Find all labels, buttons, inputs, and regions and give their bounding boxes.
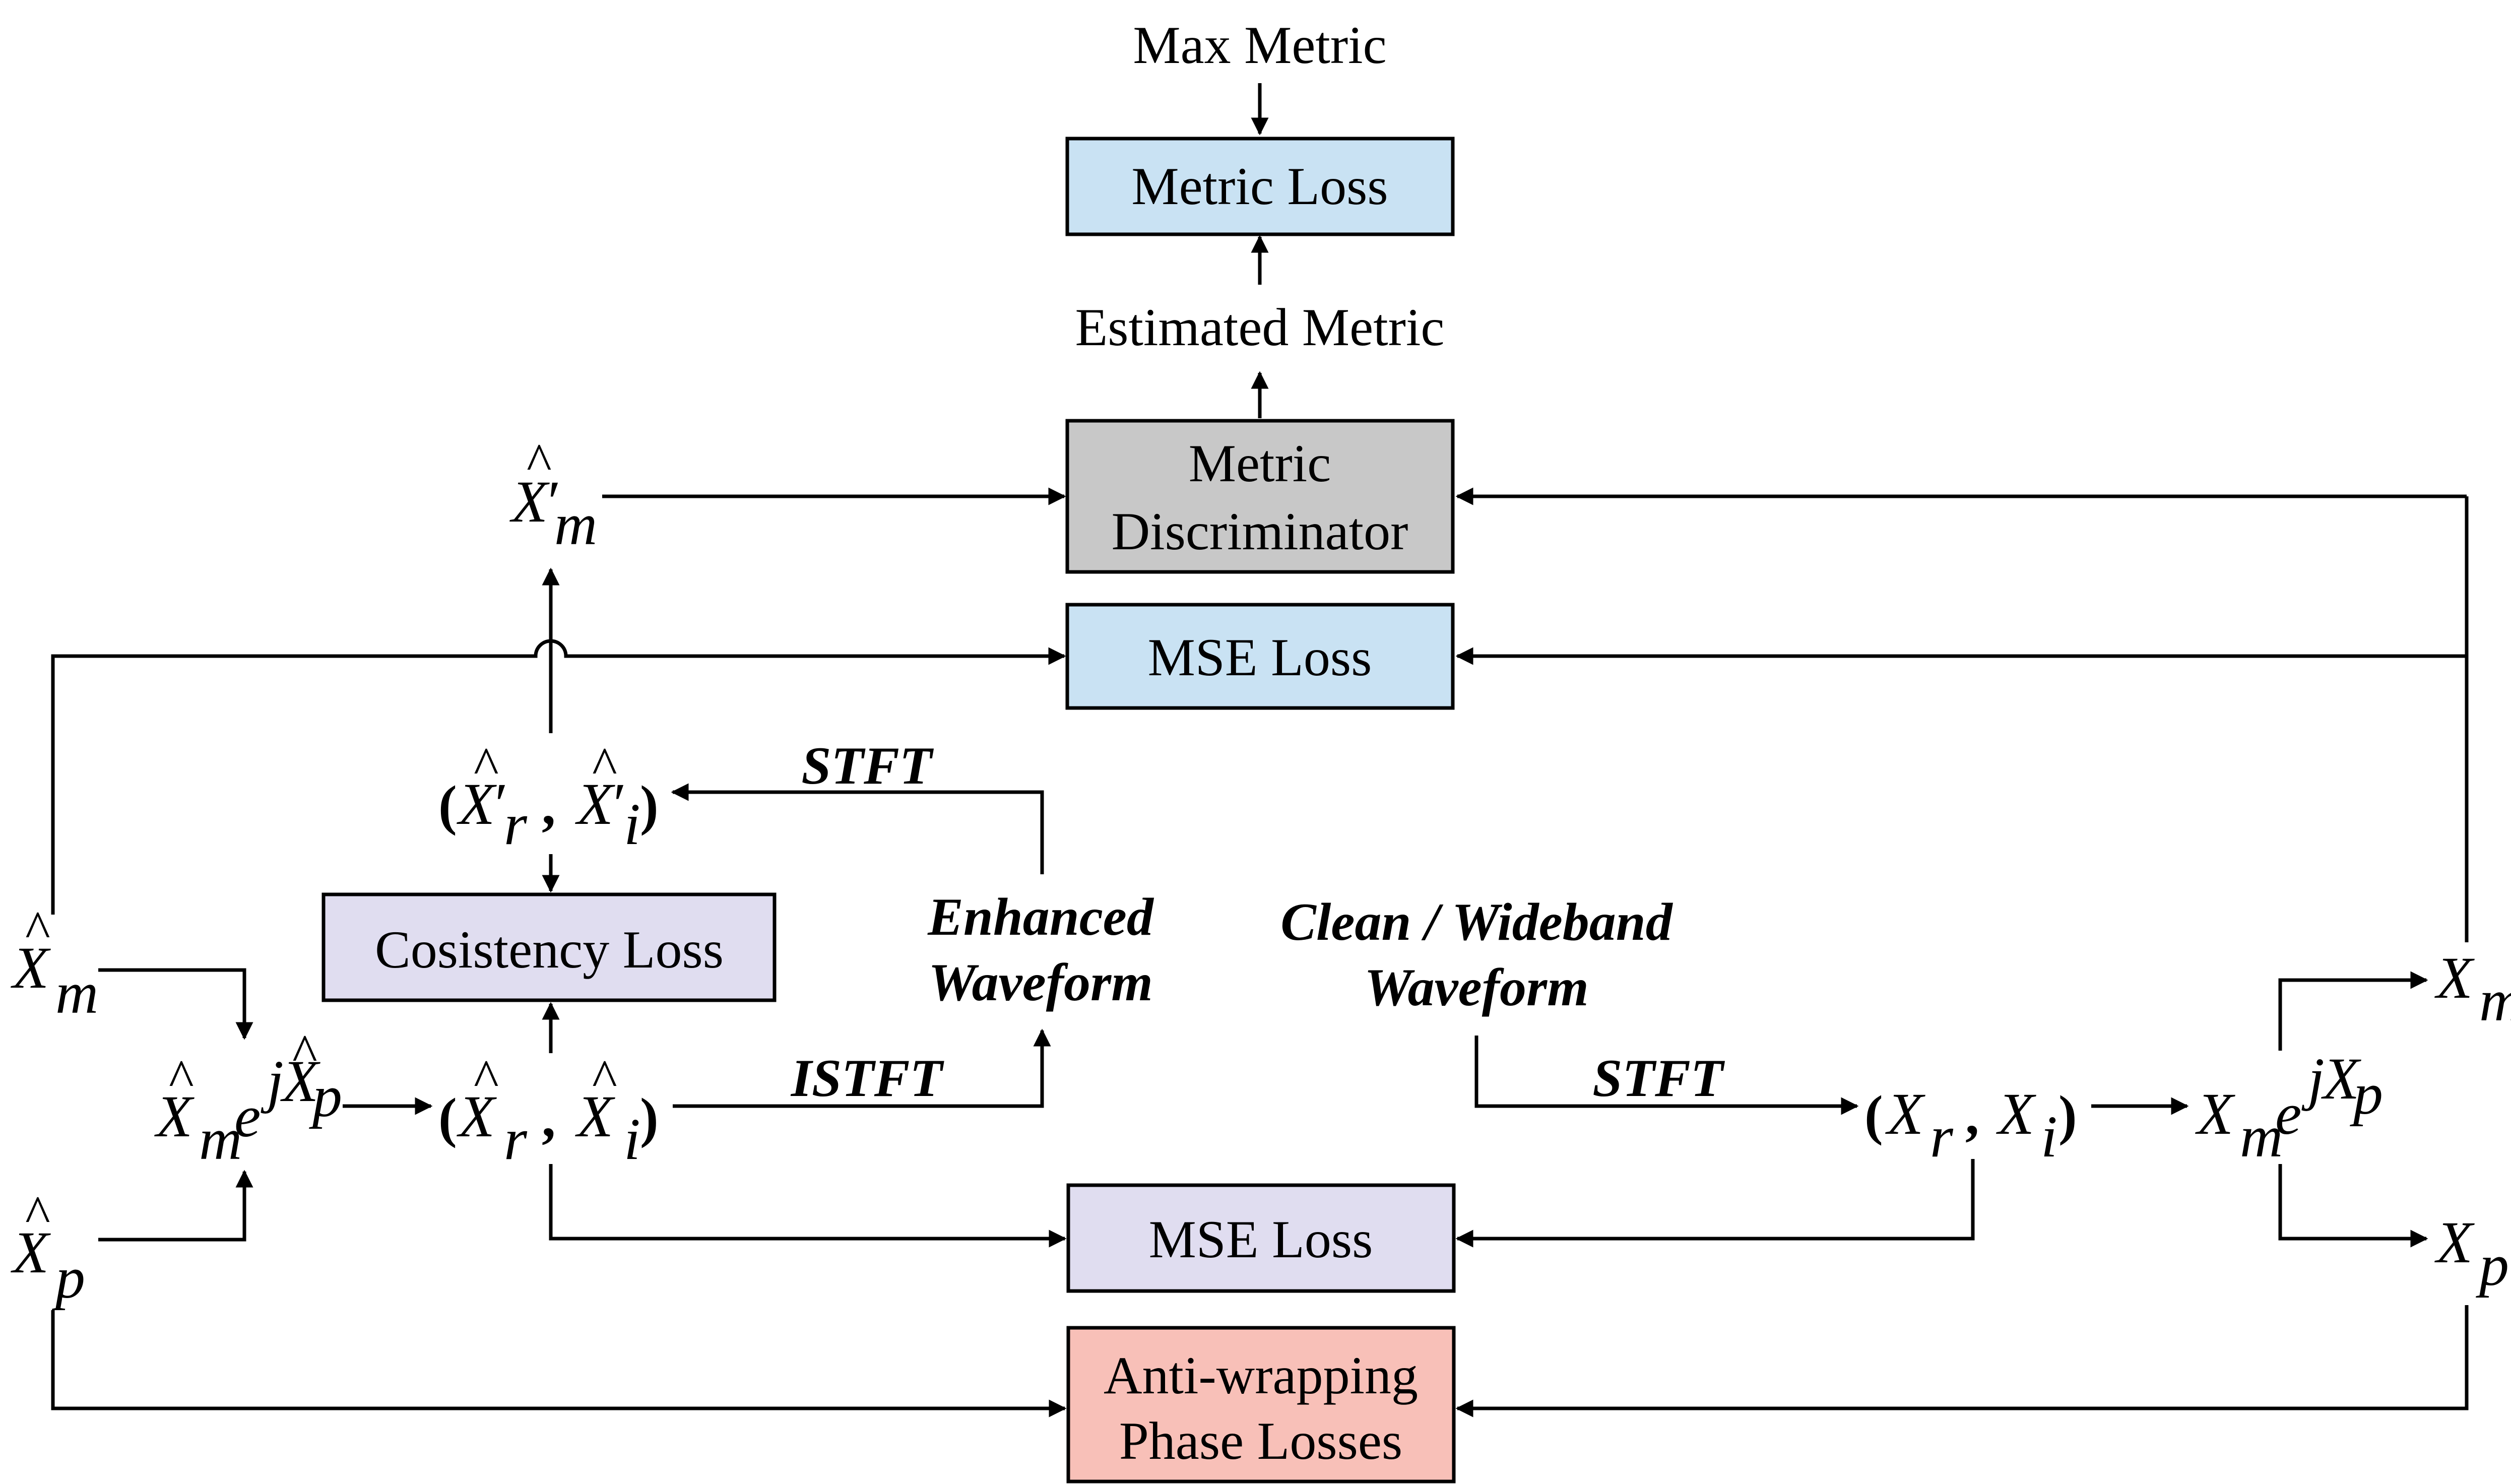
svg-text:i: i	[624, 791, 640, 857]
line-xhat-m-to-mse-loss-top	[51, 639, 1066, 915]
clean-wideband-waveform-label-line2: Waveform	[1364, 958, 1588, 1017]
arrow-clean-stft-to-x-pair	[1474, 1036, 1859, 1115]
svg-text:^: ^	[592, 1049, 617, 1108]
symbol-x-ri-pair: ( X r , X i )	[1864, 1081, 2077, 1170]
svg-text:p: p	[309, 1063, 342, 1129]
consistency-loss-label: Cosistency Loss	[375, 920, 724, 979]
metric-discriminator-label-line2: Discriminator	[1112, 502, 1408, 561]
svg-text:,: ,	[1965, 1084, 1979, 1146]
svg-text:X: X	[457, 1083, 497, 1149]
svg-text:^: ^	[474, 1049, 499, 1108]
svg-text:r: r	[504, 791, 528, 857]
svg-text:X: X	[575, 1083, 615, 1149]
svg-text:X′: X′	[457, 771, 508, 837]
stft-right-label: STFT	[1592, 1049, 1725, 1108]
mse-loss-top-box	[1065, 603, 1455, 710]
svg-text:X′: X′	[509, 469, 561, 535]
svg-text:i: i	[624, 1106, 640, 1172]
max-metric-label: Max Metric	[1133, 16, 1386, 75]
clean-wideband-waveform-label-line1: Clean / Wideband	[1280, 892, 1673, 951]
mse-loss-top-label: MSE Loss	[1148, 628, 1372, 687]
metric-loss-label: Metric Loss	[1131, 157, 1388, 216]
svg-text:X: X	[1885, 1081, 1925, 1147]
svg-text:p: p	[2476, 1232, 2509, 1298]
estimated-metric-label: Estimated Metric	[1075, 298, 1445, 357]
svg-text:^: ^	[474, 736, 499, 795]
symbol-xhat-ri-pair: ( X ^ r , X ^ i )	[438, 1049, 659, 1172]
symbol-xhat-m-exp-j-xhat-p: X ^ m e j X ^ p	[154, 1023, 342, 1172]
symbol-x-p: X p	[2434, 1209, 2509, 1298]
svg-text:X: X	[2195, 1081, 2235, 1147]
arrow-x-product-to-x-m	[2278, 971, 2428, 1051]
svg-text:m: m	[2479, 967, 2511, 1034]
svg-text:p: p	[52, 1245, 85, 1311]
svg-text:^: ^	[169, 1049, 194, 1108]
svg-text:X: X	[1996, 1081, 2036, 1147]
svg-text:r: r	[504, 1106, 528, 1172]
svg-text:X: X	[11, 935, 51, 1001]
symbol-xhat-m: X ^ m	[11, 900, 98, 1026]
svg-text:): )	[640, 775, 659, 836]
arrow-pair-to-mse-loss-bottom	[549, 1164, 1067, 1248]
svg-text:j: j	[2301, 1046, 2325, 1112]
anti-wrapping-label-line2: Phase Losses	[1119, 1411, 1402, 1470]
mse-loss-bottom-label: MSE Loss	[1149, 1210, 1373, 1269]
svg-text:,: ,	[542, 775, 556, 836]
consistency-loss-box	[321, 892, 777, 1002]
svg-text:m: m	[55, 960, 98, 1026]
arrow-enhanced-stft-to-prime-pair	[671, 783, 1044, 874]
arrow-x-product-to-x-p	[2278, 1164, 2428, 1248]
enhanced-waveform-label-line2: Waveform	[928, 953, 1152, 1012]
svg-text:e: e	[234, 1083, 261, 1149]
svg-text:m: m	[199, 1106, 242, 1172]
svg-text:(: (	[438, 775, 457, 836]
metric-discriminator-label-line1: Metric	[1189, 434, 1331, 493]
svg-text:X: X	[2434, 945, 2475, 1011]
arrow-pair-istft-to-enhanced	[673, 1028, 1051, 1108]
symbol-x-m-exp-j-x-p: X m e j X p	[2195, 1046, 2383, 1170]
stft-top-label: STFT	[801, 736, 934, 795]
anti-wrapping-label-line1: Anti-wrapping	[1104, 1346, 1418, 1405]
metric-loss-box	[1065, 137, 1455, 236]
svg-text:X: X	[2434, 1209, 2475, 1275]
arrow-xhat-p-to-anti-wrapping	[51, 1310, 1067, 1417]
svg-text:): )	[640, 1087, 659, 1148]
svg-text:X: X	[11, 1219, 51, 1285]
svg-text:(: (	[1864, 1084, 1883, 1146]
svg-text:^: ^	[292, 1023, 317, 1082]
svg-text:,: ,	[542, 1087, 556, 1148]
svg-text:): )	[2058, 1084, 2077, 1146]
mse-loss-bottom-box	[1066, 1183, 1456, 1293]
arrow-xhat-p-to-product	[98, 1170, 253, 1242]
metric-discriminator-box	[1065, 419, 1455, 574]
svg-text:X: X	[2321, 1046, 2361, 1112]
svg-text:p: p	[2350, 1061, 2383, 1127]
svg-text:^: ^	[25, 900, 50, 959]
symbol-x-m: X m	[2434, 945, 2511, 1034]
svg-text:m: m	[554, 491, 597, 557]
svg-text:i: i	[2041, 1104, 2057, 1170]
svg-text:r: r	[1930, 1104, 1954, 1170]
anti-wrapping-phase-losses-box	[1066, 1326, 1456, 1483]
svg-text:^: ^	[592, 736, 617, 795]
svg-text:X: X	[280, 1048, 320, 1114]
svg-text:(: (	[438, 1087, 457, 1148]
svg-text:j: j	[261, 1048, 284, 1114]
svg-text:X: X	[154, 1083, 195, 1149]
arrow-x-pair-to-mse-loss-bottom	[1455, 1159, 1975, 1248]
istft-label: ISTFT	[790, 1049, 945, 1108]
svg-text:m: m	[2240, 1104, 2283, 1170]
symbol-xhat-prime-ri-pair: ( X′ ^ r , X′ ^ i )	[438, 736, 659, 857]
svg-text:X′: X′	[575, 771, 626, 837]
symbol-xhat-p: X ^ p	[11, 1185, 85, 1311]
arrow-x-p-to-anti-wrapping	[1455, 1305, 2469, 1417]
arrow-xhat-m-to-product	[98, 968, 253, 1040]
enhanced-waveform-label-line1: Enhanced	[927, 887, 1154, 946]
symbol-xhat-prime-m: X′ ^ m	[509, 432, 597, 557]
svg-text:^: ^	[25, 1185, 50, 1244]
svg-text:^: ^	[527, 432, 552, 491]
svg-text:e: e	[2275, 1081, 2301, 1147]
